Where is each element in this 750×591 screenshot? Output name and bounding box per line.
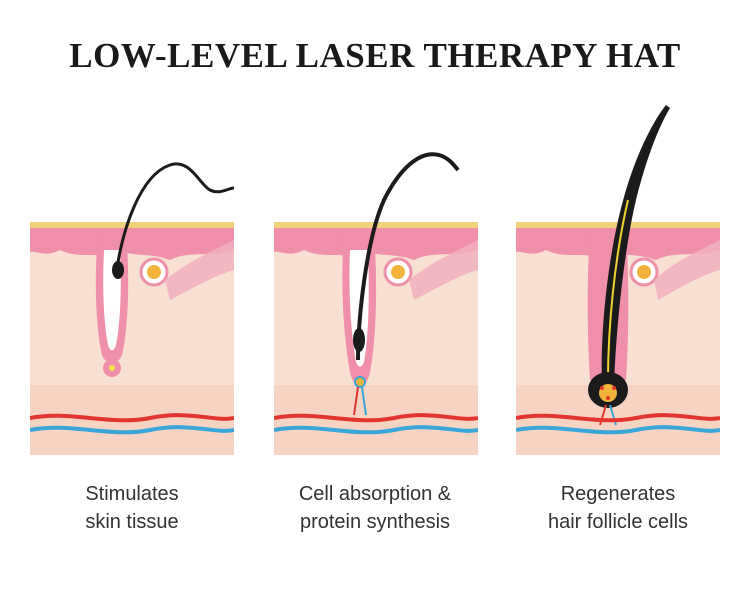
caption-regeneration: Regenerates hair follicle cells	[503, 480, 733, 536]
skin-diagram-stimulation	[30, 162, 234, 455]
artery	[30, 413, 234, 423]
papilla	[109, 365, 115, 371]
hair-shaft	[356, 152, 460, 361]
gland-core	[391, 265, 405, 279]
caption-line: hair follicle cells	[547, 511, 689, 533]
gland-core	[147, 265, 161, 279]
arrector-muscle	[165, 240, 234, 300]
cell-dot	[612, 386, 616, 390]
panel-absorption	[274, 100, 478, 460]
skin-surface	[30, 222, 234, 228]
panel-stimulation	[30, 100, 234, 460]
caption-stimulation: Stimulates skin tissue	[17, 480, 247, 536]
hair-shaft	[114, 162, 234, 276]
caption-line: Stimulates	[85, 483, 179, 505]
vein	[274, 425, 478, 435]
hair-core	[607, 199, 629, 381]
caption-line: protein synthesis	[299, 511, 451, 533]
caption-line: skin tissue	[85, 511, 179, 533]
epidermis-layer	[30, 225, 234, 260]
arrector-muscle	[654, 240, 720, 300]
hair-root	[112, 261, 124, 279]
artery	[274, 413, 478, 423]
vein	[516, 425, 720, 435]
capillary-vein	[361, 386, 367, 416]
hair-root	[353, 328, 365, 352]
capillary-artery	[353, 386, 359, 416]
epidermis-layer	[274, 225, 478, 260]
cell-dot	[600, 386, 604, 390]
arrector-muscle	[409, 240, 478, 300]
caption-line: Cell absorption &	[298, 483, 452, 505]
papilla	[354, 376, 366, 388]
artery	[516, 413, 720, 423]
gland-core	[637, 265, 651, 279]
skin-diagram-absorption	[274, 152, 478, 455]
caption-line: Regenerates	[560, 483, 676, 505]
cell-dot	[606, 396, 610, 400]
caption-absorption: Cell absorption & protein synthesis	[260, 480, 490, 536]
skin-diagram-regeneration	[516, 105, 720, 455]
vein	[30, 425, 234, 435]
page-title: LOW-LEVEL LASER THERAPY HAT	[69, 36, 681, 75]
panel-regeneration	[516, 100, 720, 460]
